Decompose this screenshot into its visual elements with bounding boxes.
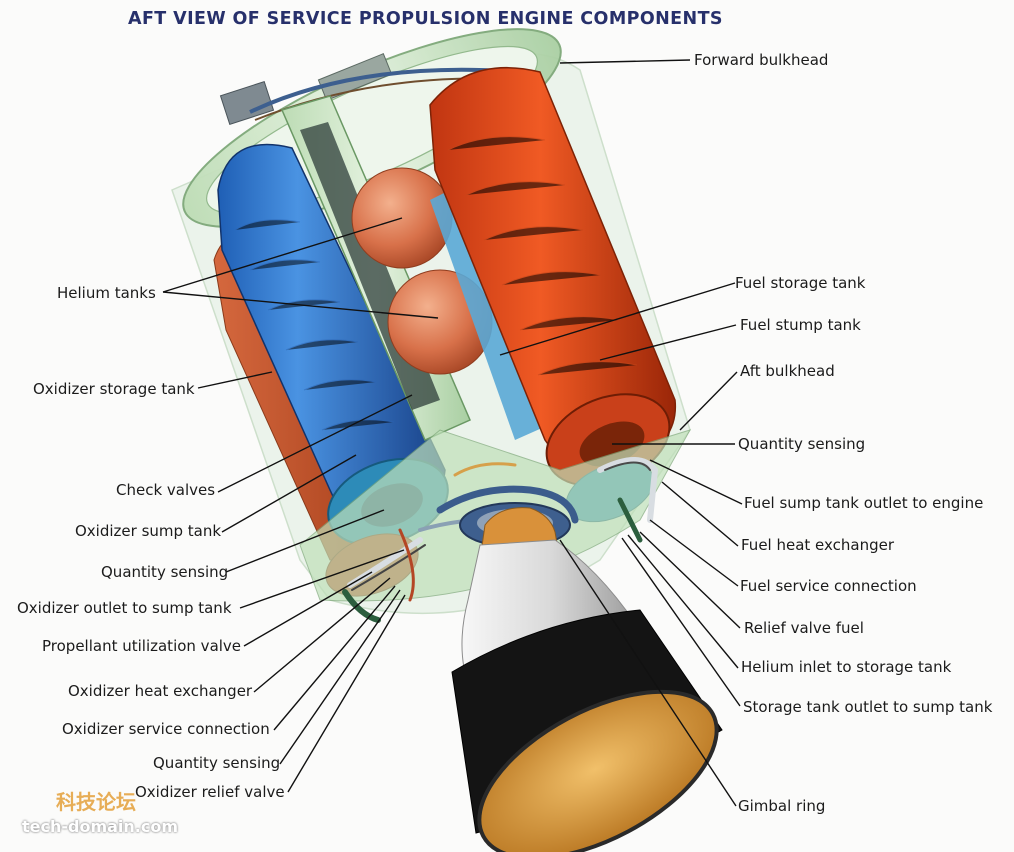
label-storage-tank-outlet-to-sump-tank: Storage tank outlet to sump tank xyxy=(743,698,993,716)
watermark-site-text: tech-domain.com xyxy=(22,817,179,836)
label-quantity-sensing-fuel: Quantity sensing xyxy=(738,435,866,453)
label-oxidizer-heat-exchanger: Oxidizer heat exchanger xyxy=(68,682,253,700)
label-quantity-sensing-ox: Quantity sensing xyxy=(101,563,229,581)
engine-illustration xyxy=(171,28,723,852)
diagram-title: AFT VIEW OF SERVICE PROPULSION ENGINE CO… xyxy=(128,9,723,29)
label-fuel-sump-tank-outlet: Fuel sump tank outlet to engine xyxy=(744,494,984,512)
label-fuel-stump-tank: Fuel stump tank xyxy=(740,316,861,334)
label-relief-valve-fuel: Relief valve fuel xyxy=(744,619,864,637)
label-helium-tanks: Helium tanks xyxy=(57,284,156,302)
label-fuel-storage-tank: Fuel storage tank xyxy=(735,274,866,292)
label-fuel-service-connection: Fuel service connection xyxy=(740,577,917,595)
watermark-chinese-text: 科技论坛 xyxy=(56,790,136,814)
label-aft-bulkhead: Aft bulkhead xyxy=(740,362,835,380)
label-gimbal-ring: Gimbal ring xyxy=(738,797,826,815)
label-forward-bulkhead: Forward bulkhead xyxy=(694,51,829,69)
label-fuel-heat-exchanger: Fuel heat exchanger xyxy=(741,536,895,554)
label-propellant-utilization-valve: Propellant utilization valve xyxy=(42,637,242,655)
leader-lines xyxy=(162,59,743,807)
watermark: 科技论坛 tech-domain.com xyxy=(22,786,178,836)
label-oxidizer-relief-valve: Oxidizer relief valve xyxy=(135,783,285,801)
label-helium-inlet-to-storage-tank: Helium inlet to storage tank xyxy=(741,658,952,676)
label-oxidizer-service-connection: Oxidizer service connection xyxy=(62,720,270,738)
equipment-box xyxy=(219,80,275,126)
label-oxidizer-outlet-to-sump-tank: Oxidizer outlet to sump tank xyxy=(17,599,232,617)
label-quantity-sensing-ox-2: Quantity sensing xyxy=(153,754,281,772)
label-oxidizer-storage-tank: Oxidizer storage tank xyxy=(33,380,195,398)
label-oxidizer-sump-tank: Oxidizer sump tank xyxy=(75,522,222,540)
label-check-valves: Check valves xyxy=(116,481,216,499)
nozzle-exit xyxy=(477,689,719,852)
